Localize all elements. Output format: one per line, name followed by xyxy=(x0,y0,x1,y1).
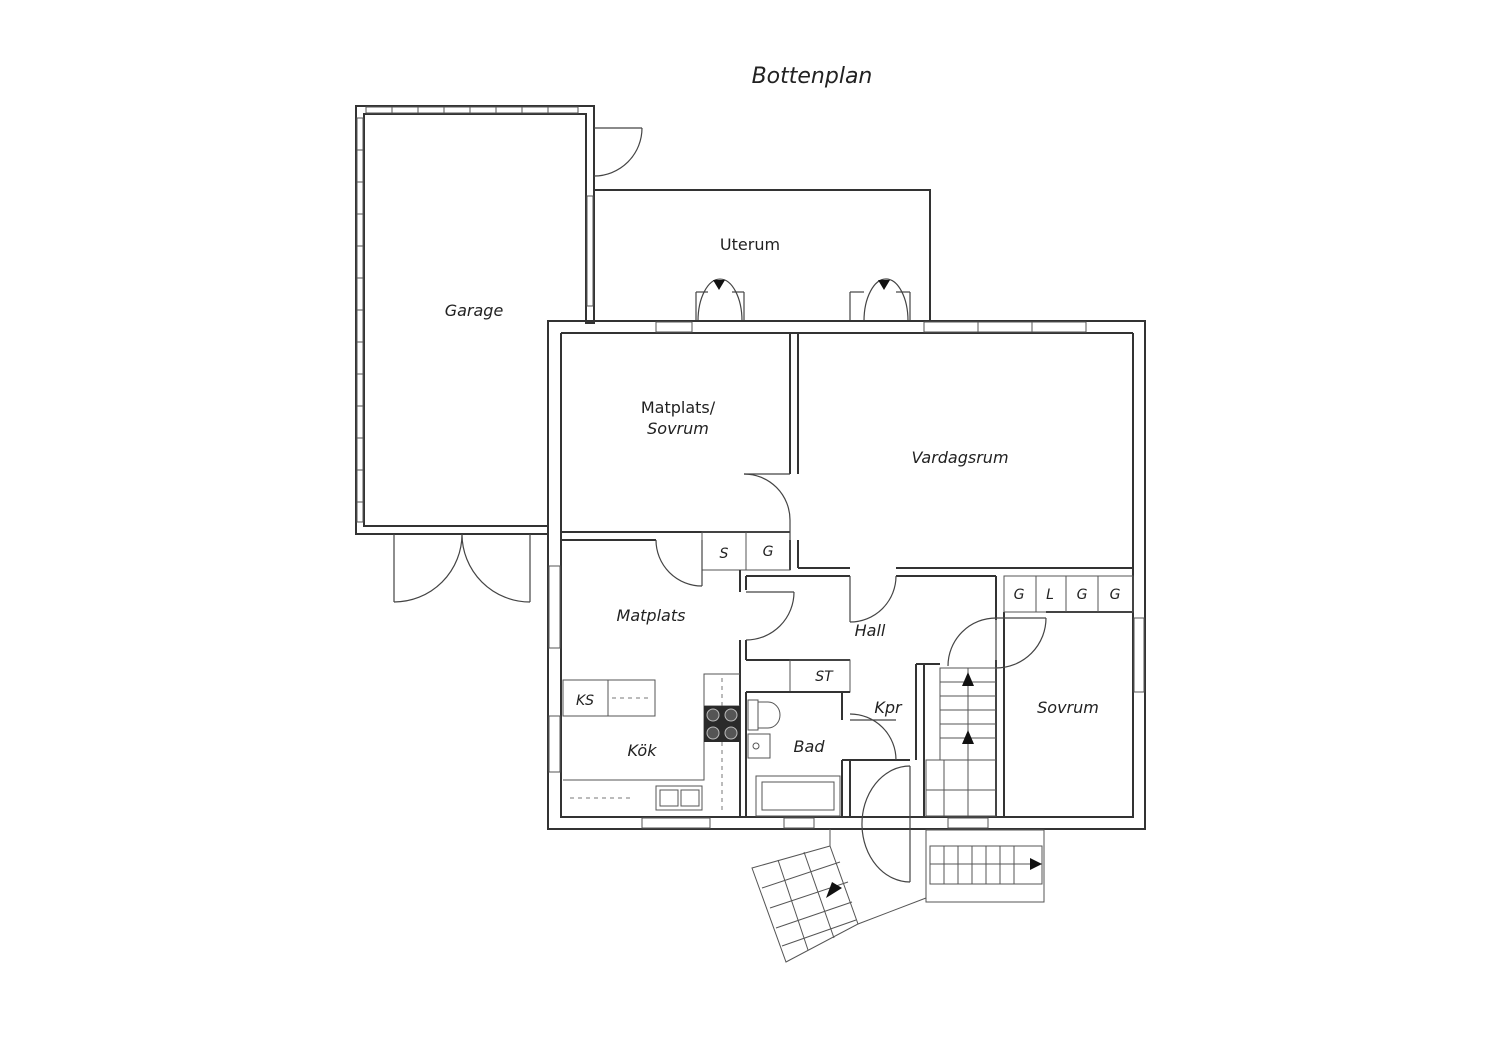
door-bad[interactable] xyxy=(849,713,897,761)
garage-double-door[interactable] xyxy=(393,533,531,603)
room-label-kok: Kök xyxy=(628,741,658,760)
garage-side-door[interactable] xyxy=(593,127,643,177)
room-label-uterum: Uterum xyxy=(720,235,780,254)
window xyxy=(1133,617,1145,693)
room-label-vardagsrum: Vardagsrum xyxy=(911,448,1008,467)
door-matplats-hall[interactable] xyxy=(745,591,795,641)
uterum-area: Uterum xyxy=(594,189,931,322)
stair-arrow-icon xyxy=(962,672,974,686)
kitchen-island xyxy=(562,679,656,717)
washbasin-icon xyxy=(747,733,771,759)
door-matplats-sovrum-vardagsrum[interactable] xyxy=(743,473,791,540)
closet-label-g: G xyxy=(1077,587,1088,603)
stair-arrow-icon xyxy=(1030,858,1042,870)
fixture-label-ks: KS xyxy=(576,693,594,709)
exterior-stairs-left xyxy=(751,829,927,963)
uterum-door-left[interactable] xyxy=(695,278,745,322)
window xyxy=(923,321,1087,333)
closet-label-g: G xyxy=(1014,587,1025,603)
door-vardagsrum-hall[interactable] xyxy=(849,575,897,623)
room-label-sovrum: Sovrum xyxy=(1037,698,1099,717)
exterior-stairs-right xyxy=(925,829,1045,903)
uterum-door-right[interactable] xyxy=(849,278,911,322)
window xyxy=(641,817,711,829)
garage-right-window xyxy=(586,195,594,307)
door-sovrum[interactable] xyxy=(947,617,1047,669)
garage-area: Garage xyxy=(355,105,643,603)
closet-label-st: ST xyxy=(815,669,834,685)
bathroom-fixtures xyxy=(747,699,841,817)
window xyxy=(947,817,989,829)
room-label-garage: Garage xyxy=(445,301,504,320)
interior-stairs xyxy=(925,667,997,817)
door-entrance[interactable] xyxy=(861,765,911,883)
bathtub-icon xyxy=(755,775,841,817)
garage-top-windows xyxy=(365,106,579,114)
room-label-matplats: Matplats xyxy=(617,606,686,625)
closet-label-s: S xyxy=(720,546,729,562)
closet-label-l: L xyxy=(1046,587,1054,603)
closet-label-g: G xyxy=(1110,587,1121,603)
window xyxy=(548,565,561,649)
closet-label-g: G xyxy=(763,544,774,560)
room-label-bad: Bad xyxy=(794,737,826,756)
kitchen-fixtures xyxy=(562,673,740,812)
garage-left-windows xyxy=(356,117,364,523)
sink-icon xyxy=(655,785,703,811)
toilet-icon xyxy=(747,699,781,731)
stair-arrow-icon xyxy=(962,730,974,744)
window xyxy=(655,321,693,333)
arrow-icon xyxy=(713,280,725,290)
arrow-icon xyxy=(878,280,890,290)
room-label-matplats-sovrum: Matplats/ xyxy=(641,398,716,417)
room-label-kpr: Kpr xyxy=(874,698,903,717)
interior-walls xyxy=(561,333,1134,817)
room-label-matplats-sovrum-sub: Sovrum xyxy=(647,419,709,438)
window xyxy=(783,817,815,829)
house-outer-walls xyxy=(547,320,1146,830)
plan-title: Bottenplan xyxy=(752,64,873,89)
room-label-hall: Hall xyxy=(855,621,886,640)
stair-arrow-icon xyxy=(826,882,842,898)
door-matplats-sovrum-matplats[interactable] xyxy=(655,539,703,587)
window xyxy=(548,715,561,773)
interior-doors xyxy=(655,473,1047,883)
